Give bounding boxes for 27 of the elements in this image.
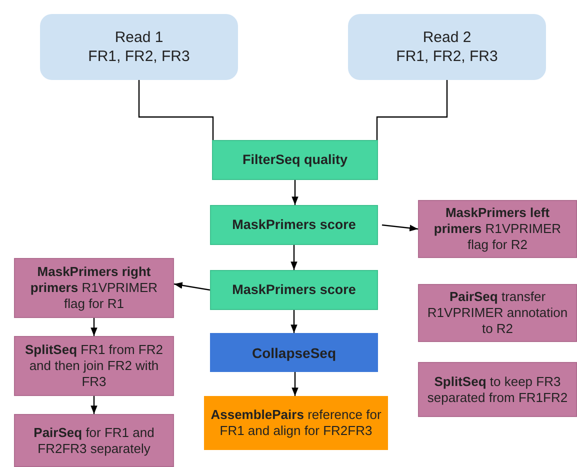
step-box: MaskPrimers left primers R1VPRIMER flag for R2 bbox=[418, 200, 577, 258]
arrow bbox=[292, 180, 298, 205]
arrow bbox=[290, 245, 298, 270]
step-box: PairSeq for FR1 and FR2FR3 separately bbox=[14, 414, 174, 467]
arrow bbox=[90, 318, 98, 336]
box-text: Read 1 bbox=[114, 28, 164, 47]
box-text: FR1, FR2, FR3 bbox=[396, 47, 498, 66]
arrow bbox=[382, 224, 418, 232]
arrow bbox=[174, 282, 210, 291]
read-box bbox=[40, 14, 238, 80]
connector-line bbox=[376, 80, 448, 140]
connector-line bbox=[138, 80, 214, 140]
arrow bbox=[90, 396, 98, 414]
process-box: MaskPrimers score bbox=[210, 205, 378, 245]
read-box bbox=[348, 14, 546, 80]
box-text: FR1, FR2, FR3 bbox=[88, 47, 190, 66]
step-box: PairSeq transfer R1VPRIMER annotation to R2 bbox=[418, 284, 577, 342]
arrow bbox=[290, 310, 298, 333]
arrow bbox=[292, 372, 298, 396]
process-box: MaskPrimers score bbox=[210, 270, 378, 310]
step-box: MaskPrimers right primers R1VPRIMER flag for R1 bbox=[14, 258, 174, 318]
step-box: SplitSeq to keep FR3 separated from FR1FR2 bbox=[418, 362, 577, 417]
box-text: Read 2 bbox=[422, 28, 472, 47]
process-box: FilterSeq quality bbox=[212, 140, 378, 180]
step-box: SplitSeq FR1 from FR2 and then join FR2 with FR3 bbox=[14, 336, 174, 396]
process-box: AssemblePairs reference for FR1 and align for FR2FR3 bbox=[204, 396, 388, 450]
process-box: CollapseSeq bbox=[210, 333, 378, 372]
